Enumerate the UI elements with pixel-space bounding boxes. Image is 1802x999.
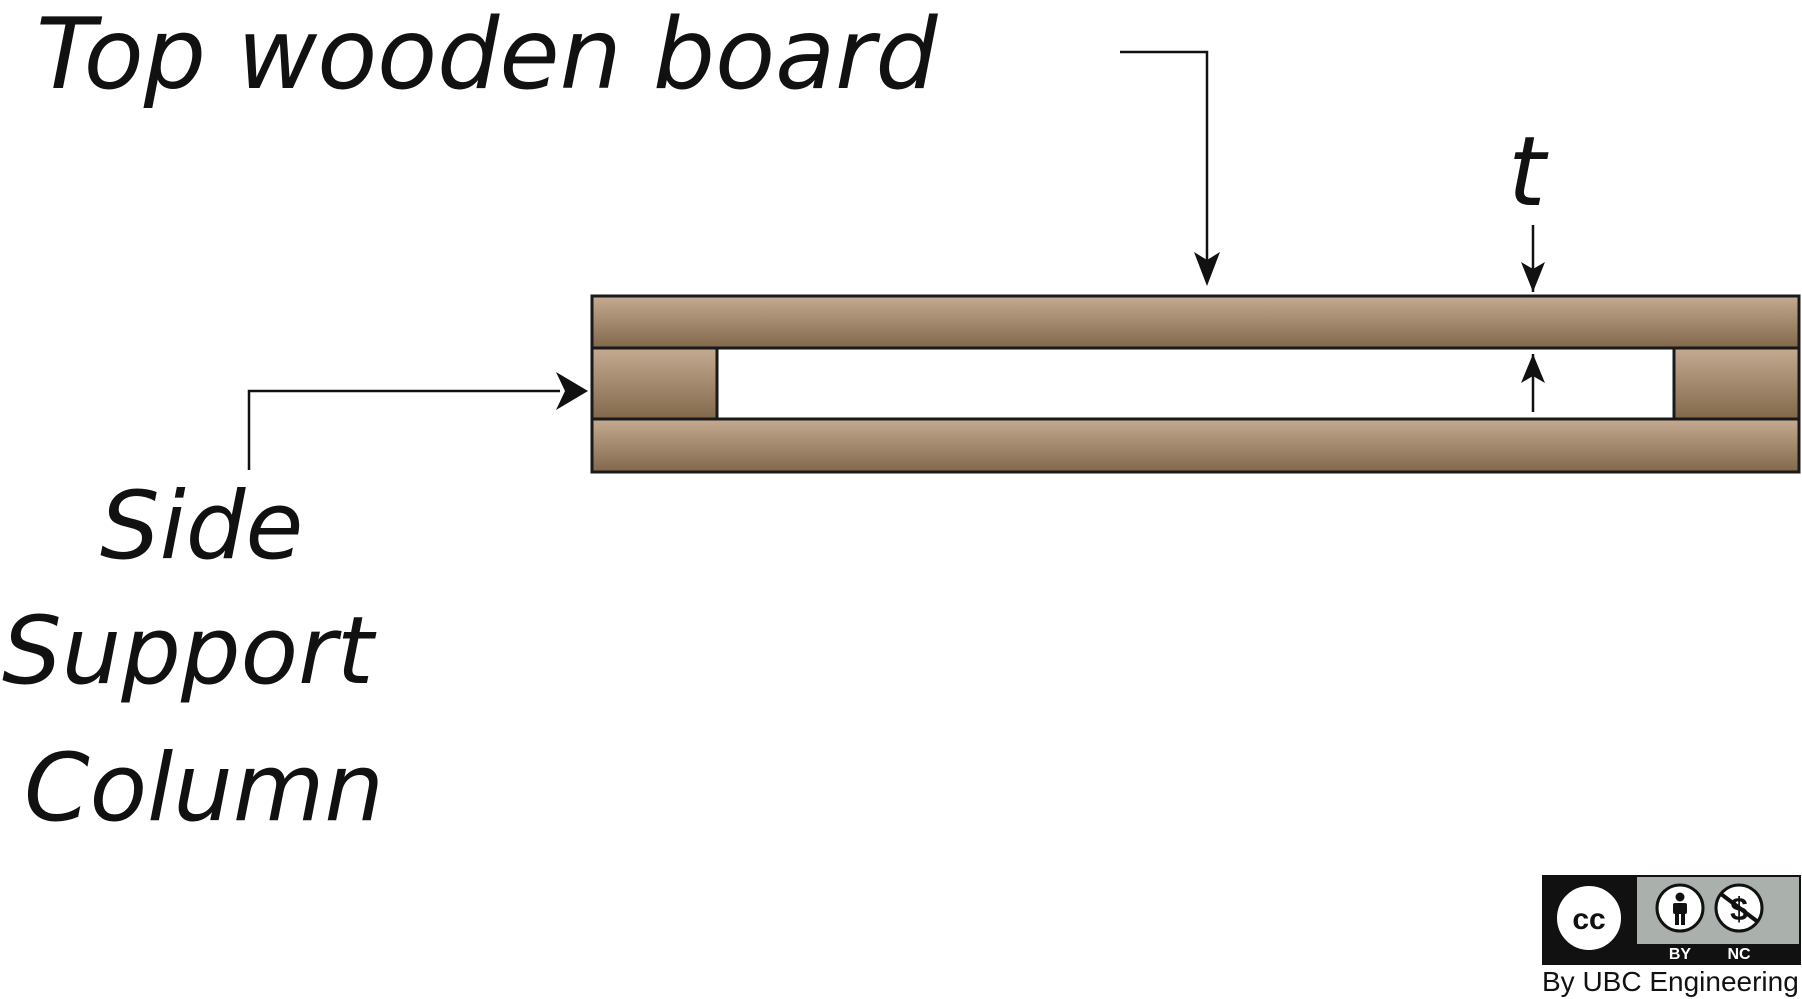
by-label: BY (1669, 946, 1692, 963)
nc-label: NC (1727, 946, 1751, 963)
side-column-arrowhead (556, 372, 588, 410)
top-wooden-board (590, 294, 1801, 350)
bottom-wooden-board (590, 417, 1801, 474)
top-board-label: Top wooden board (36, 0, 938, 112)
side-label-line-3: Column (24, 734, 384, 843)
side-column-leader-arrow (247, 389, 560, 470)
top-board-leader-arrow (1120, 50, 1209, 282)
side-support-column-left (590, 346, 719, 421)
side-support-column-right (1672, 346, 1801, 421)
thickness-label: t (1508, 116, 1549, 228)
thickness-arrowhead-up (1521, 354, 1545, 383)
cc-icon-text: cc (1572, 903, 1605, 936)
cc-license-badge: cc $ BY NC (1542, 875, 1801, 965)
side-label-line-1: Side (100, 472, 303, 581)
cc-icon (1553, 882, 1625, 954)
thickness-arrowhead-down (1521, 262, 1545, 292)
side-label-line-2: Support (2, 597, 377, 706)
attribution-icon (1655, 883, 1705, 933)
non-commercial-icon: $ (1714, 883, 1764, 933)
credit-text: By UBC Engineering (1542, 966, 1799, 997)
top-board-arrowhead (1194, 252, 1220, 286)
